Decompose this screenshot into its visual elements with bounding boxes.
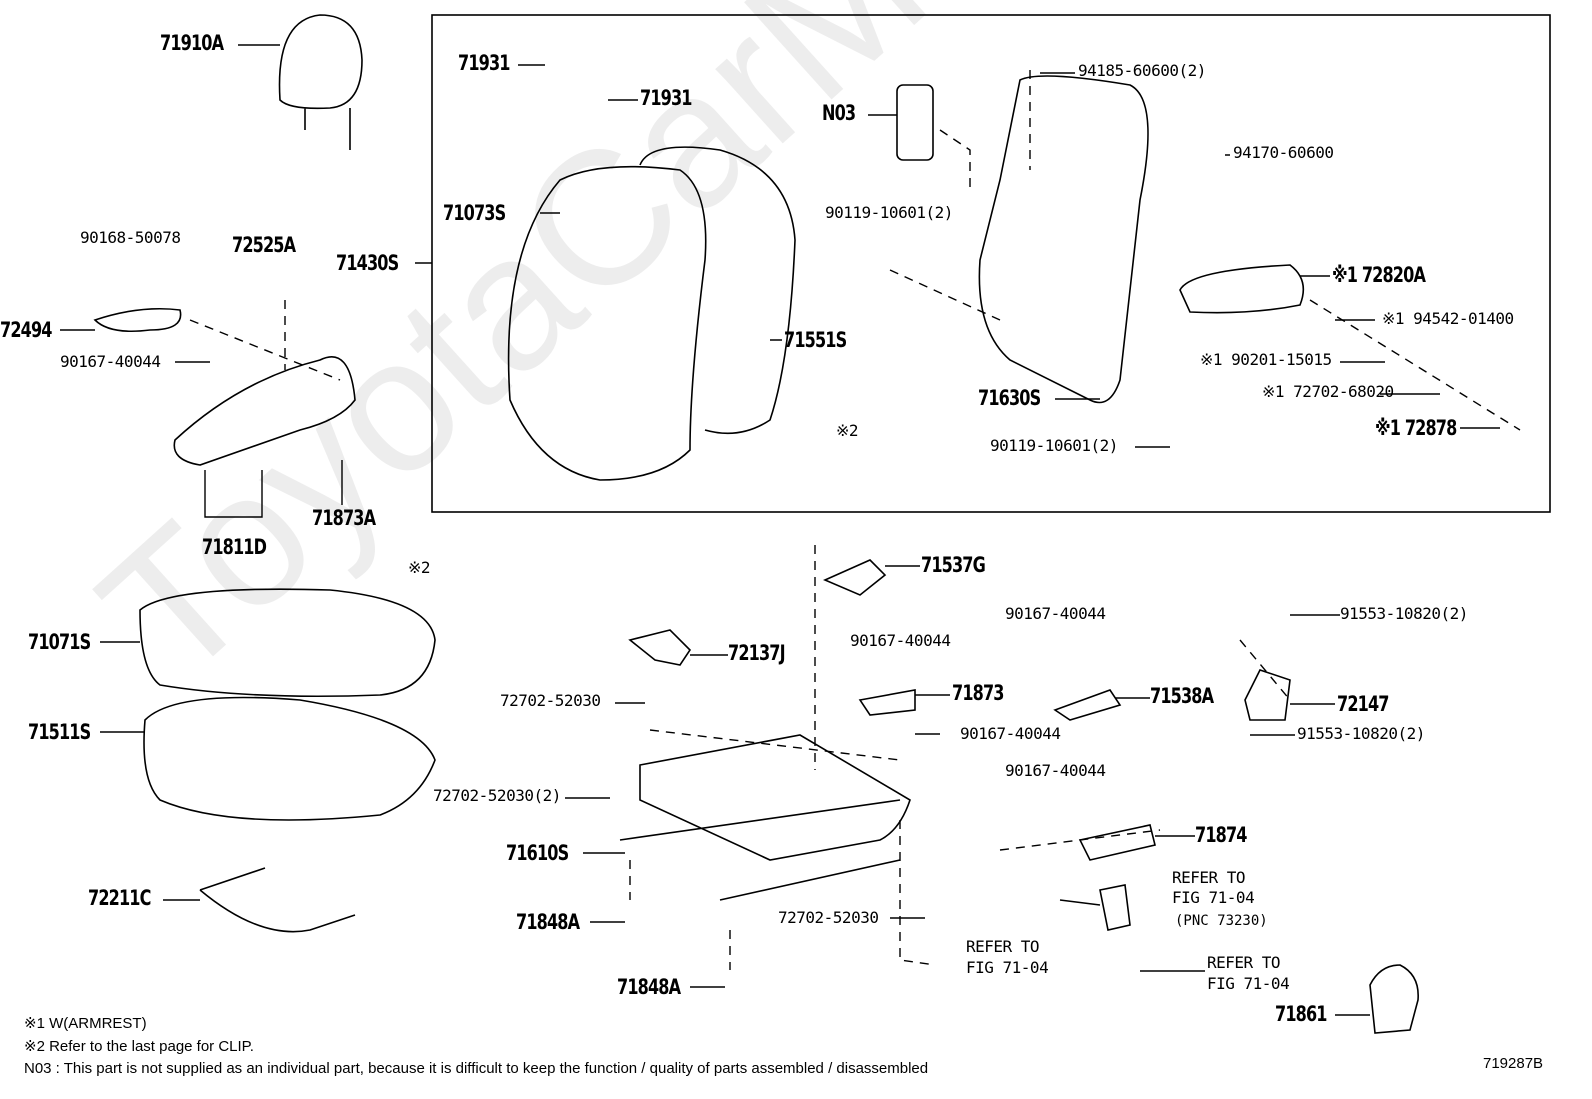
part-label: ※1 72702-68020 — [1262, 382, 1394, 401]
part-label: 72147 — [1337, 692, 1389, 716]
part-label: 90167-40044 — [1005, 604, 1106, 623]
part-label: (PNC 73230) — [1175, 913, 1268, 929]
part-label: 71811D — [202, 535, 267, 559]
part-label: 71861 — [1275, 1002, 1327, 1026]
part-label: REFER TO — [1172, 868, 1246, 887]
part-label: 72702-52030(2) — [433, 786, 561, 805]
note-n03: N03 : This part is not supplied as an in… — [24, 1060, 929, 1077]
part-label: 72702-52030 — [500, 691, 601, 710]
leader-lines — [60, 44, 1521, 1016]
part-label: 71848A — [617, 975, 681, 999]
cushion-pad-71511S — [143, 696, 436, 821]
part-label: 71873A — [312, 506, 376, 530]
part-label: 71551S — [784, 328, 847, 352]
part-label: 91553-10820(2) — [1340, 604, 1468, 623]
part-label: ※2 — [408, 558, 431, 577]
seat-track-71610S — [619, 734, 911, 901]
seatbelt-buckle — [1059, 884, 1131, 931]
part-label: 71071S — [28, 630, 91, 654]
seatback-cover-71073S — [507, 165, 707, 481]
bracket-71874 — [1078, 824, 1156, 861]
cover-71861 — [1369, 964, 1419, 1034]
bracket-72147 — [1244, 669, 1291, 721]
bracket-72137J — [628, 629, 692, 666]
part-label: 90167-40044 — [850, 631, 951, 650]
part-label: 71910A — [160, 31, 224, 55]
part-label: ※2 — [836, 421, 859, 440]
part-label: N03 — [822, 101, 856, 125]
part-label: 91553-10820(2) — [1297, 724, 1425, 743]
cushion-cover-71071S — [139, 588, 436, 698]
part-label: FIG 71-04 — [1207, 974, 1290, 993]
bracket-71537G — [823, 559, 887, 596]
armrest-72820A — [1179, 264, 1305, 314]
part-label: FIG 71-04 — [966, 958, 1049, 977]
part-label: 72137J — [728, 641, 786, 665]
headrest-71910A — [278, 14, 363, 150]
note-2: ※2 Refer to the last page for CLIP. — [24, 1038, 254, 1055]
part-label: ※1 90201-15015 — [1200, 350, 1332, 369]
side-cover-71811D — [173, 355, 356, 466]
part-label: 90167-40044 — [60, 352, 161, 371]
part-label: FIG 71-04 — [1172, 888, 1255, 907]
airbag-N03 — [896, 84, 934, 161]
part-label: 71874 — [1195, 823, 1247, 847]
part-label: 90119-10601(2) — [990, 436, 1118, 455]
part-label: 71848A — [516, 910, 580, 934]
part-label: 90167-40044 — [1005, 761, 1106, 780]
part-label: 71430S — [336, 251, 399, 275]
part-label: ※1 72820A — [1332, 263, 1426, 287]
part-label: 71073S — [443, 201, 506, 225]
part-label: 72702-52030 — [778, 908, 879, 927]
part-label: ※1 94542-01400 — [1382, 309, 1514, 328]
note-1: ※1 W(ARMREST) — [24, 1015, 147, 1032]
bracket-71873 — [858, 689, 916, 716]
part-label: 72211C — [88, 886, 151, 910]
seatback-pad-71551S — [639, 146, 796, 435]
part-label: 71537G — [921, 553, 986, 577]
part-label: 90168-50078 — [80, 228, 181, 247]
part-label: 72525A — [232, 233, 296, 257]
part-label: REFER TO — [966, 937, 1040, 956]
seatback-frame-71630S — [978, 75, 1149, 404]
bracket-72494 — [93, 307, 182, 333]
wire-72211C — [199, 867, 356, 933]
bracket-71538A — [1053, 689, 1122, 721]
part-label: 90167-40044 — [960, 724, 1061, 743]
part-label: 71630S — [978, 386, 1041, 410]
part-label: 72494 — [0, 318, 52, 342]
part-label: 71610S — [506, 841, 569, 865]
part-label: REFER TO — [1207, 953, 1281, 972]
part-label: 90119-10601(2) — [825, 203, 953, 222]
part-label: 71538A — [1150, 684, 1214, 708]
part-label: 71931 — [640, 86, 692, 110]
part-label: 94170-60600 — [1233, 143, 1334, 162]
part-label: ※1 72878 — [1375, 416, 1457, 440]
figure-code: 719287B — [1483, 1055, 1544, 1072]
part-label: 71873 — [952, 681, 1004, 705]
part-label: 71511S — [28, 720, 91, 744]
part-label: 94185-60600(2) — [1078, 61, 1206, 80]
part-label: 71931 — [458, 51, 510, 75]
